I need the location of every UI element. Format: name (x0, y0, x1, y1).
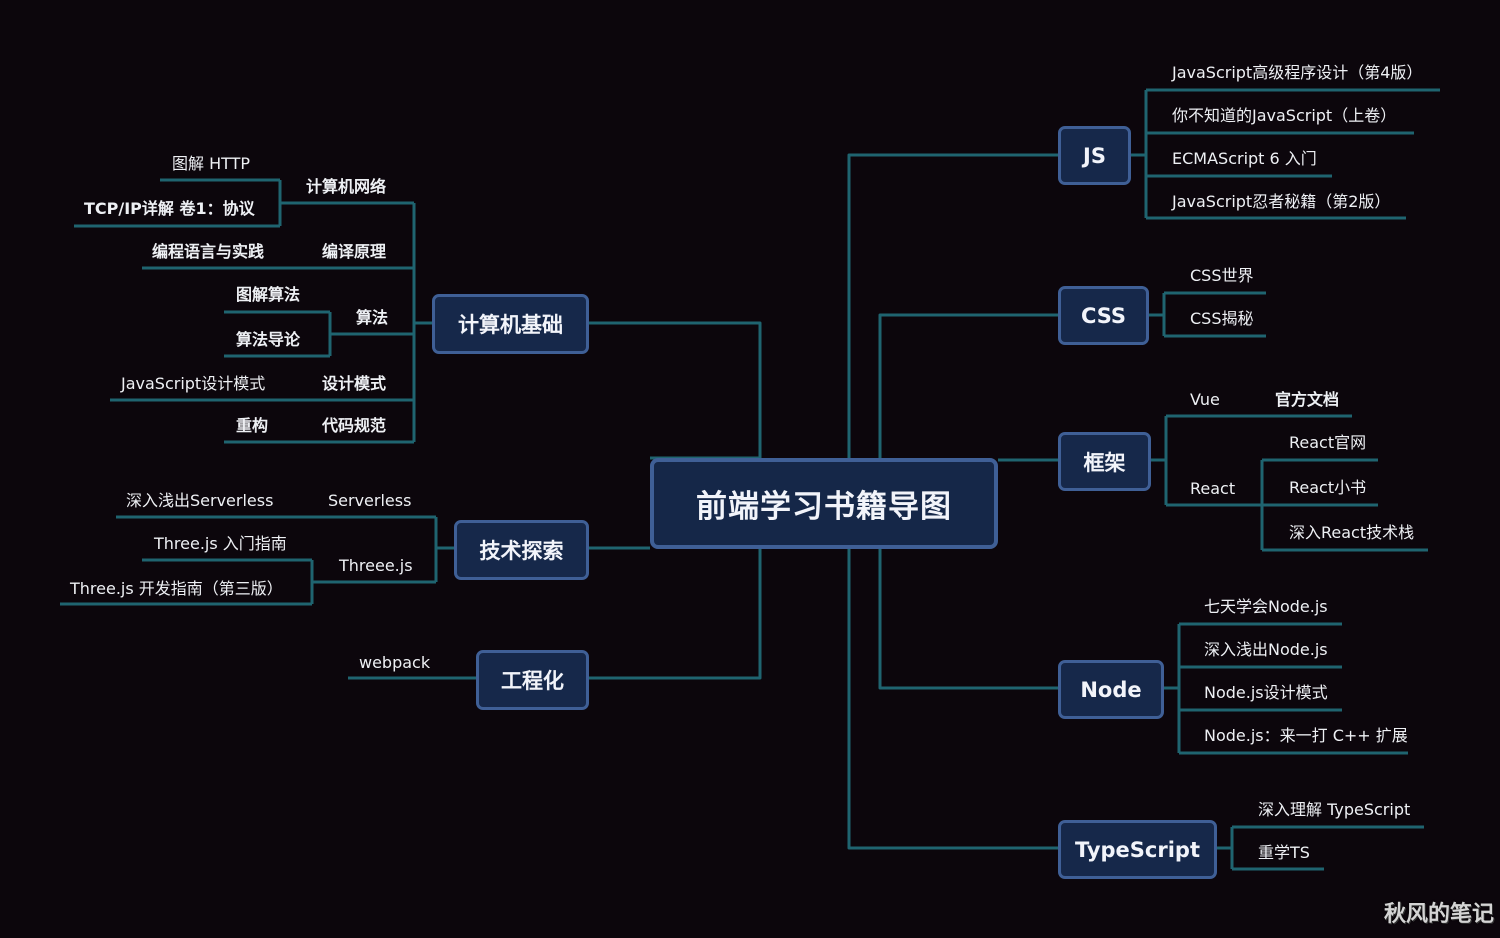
book-node-cpp[interactable]: Node.js：来一打 C++ 扩展 (1204, 726, 1408, 745)
book-node-deep[interactable]: 深入浅出Node.js (1204, 640, 1328, 659)
branch-node[interactable]: Node (1058, 660, 1164, 719)
branch-label: 框架 (1083, 450, 1126, 475)
book-js-ninja[interactable]: JavaScript忍者秘籍（第2版） (1172, 192, 1391, 211)
topic-compiler[interactable]: 编译原理 (322, 242, 387, 261)
topic-vue[interactable]: Vue (1190, 390, 1220, 409)
branch-label: 技术探索 (479, 539, 564, 563)
topic-algorithm[interactable]: 算法 (356, 308, 389, 327)
book-vue-docs[interactable]: 官方文档 (1275, 390, 1340, 409)
topic-serverless[interactable]: Serverless (328, 491, 412, 510)
branch-computer-basics[interactable]: 计算机基础 (432, 294, 589, 354)
branch-css[interactable]: CSS (1058, 286, 1149, 345)
book-ydkjs[interactable]: 你不知道的JavaScript（上卷） (1172, 106, 1397, 125)
topic-network[interactable]: 计算机网络 (306, 177, 387, 196)
branch-typescript[interactable]: TypeScript (1058, 820, 1217, 879)
book-threejs-dev[interactable]: Three.js 开发指南（第三版） (70, 579, 283, 598)
book-serverless[interactable]: 深入浅出Serverless (126, 491, 274, 510)
topic-code-style[interactable]: 代码规范 (322, 416, 387, 435)
book-ts-deep[interactable]: 深入理解 TypeScript (1258, 800, 1411, 819)
book-threejs-intro[interactable]: Three.js 入门指南 (154, 534, 287, 553)
book-js-pro[interactable]: JavaScript高级程序设计（第4版） (1172, 63, 1423, 82)
branch-label: 计算机基础 (458, 313, 563, 337)
branch-js[interactable]: JS (1058, 126, 1131, 185)
topic-react[interactable]: React (1190, 479, 1236, 498)
branch-label: 工程化 (501, 669, 564, 693)
item-webpack[interactable]: webpack (359, 653, 431, 672)
branch-framework[interactable]: 框架 (1058, 432, 1151, 491)
book-css-secrets[interactable]: CSS揭秘 (1190, 309, 1254, 328)
book-refactoring[interactable]: 重构 (236, 416, 269, 435)
book-tcpip[interactable]: TCP/IP详解 卷1：协议 (84, 199, 255, 218)
book-http[interactable]: 图解 HTTP (172, 154, 251, 173)
book-react-site[interactable]: React官网 (1289, 433, 1367, 452)
book-css-world[interactable]: CSS世界 (1190, 266, 1254, 285)
book-ts-relearn[interactable]: 重学TS (1258, 843, 1310, 862)
book-node-7days[interactable]: 七天学会Node.js (1204, 597, 1328, 616)
book-es6[interactable]: ECMAScript 6 入门 (1172, 149, 1317, 168)
branch-tech-exploration[interactable]: 技术探索 (454, 520, 589, 580)
branch-label: JS (1083, 143, 1106, 168)
root-title: 前端学习书籍导图 (696, 489, 952, 525)
root-node[interactable]: 前端学习书籍导图 (650, 458, 998, 549)
topic-design-pattern[interactable]: 设计模式 (322, 374, 387, 393)
book-intro-algo[interactable]: 算法导论 (236, 330, 301, 349)
topic-threejs[interactable]: Threee.js (339, 556, 413, 575)
watermark: 秋风的笔记 (1384, 902, 1495, 927)
branch-label: CSS (1080, 303, 1127, 328)
book-programming-lang[interactable]: 编程语言与实践 (152, 242, 265, 261)
branch-label: Node (1080, 677, 1142, 702)
book-node-patterns[interactable]: Node.js设计模式 (1204, 683, 1328, 702)
book-grokking-algo[interactable]: 图解算法 (236, 285, 301, 304)
book-react-booklet[interactable]: React小书 (1289, 478, 1367, 497)
book-react-stack[interactable]: 深入React技术栈 (1289, 523, 1415, 542)
branch-label: TypeScript (1075, 837, 1200, 862)
book-js-design-pattern[interactable]: JavaScript设计模式 (121, 374, 266, 393)
branch-engineering[interactable]: 工程化 (476, 650, 589, 710)
